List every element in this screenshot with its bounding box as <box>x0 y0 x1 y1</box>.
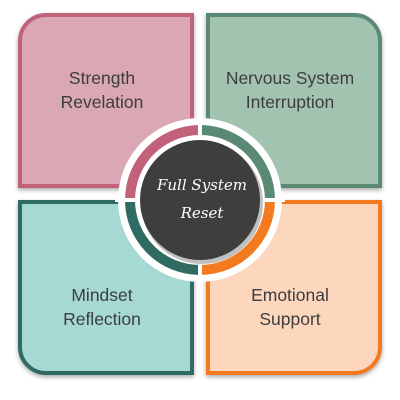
separator-top <box>198 115 202 135</box>
mindset-label-line2: Reflection <box>63 309 141 329</box>
center-title-line2: Reset <box>180 204 224 222</box>
separator-right <box>265 198 285 202</box>
emotional-label-line1: Emotional <box>251 285 329 305</box>
center-disc <box>140 140 260 260</box>
mindset-reflection-label: Mindset Reflection <box>18 283 186 331</box>
nervous-system-interruption-label: Nervous System Interruption <box>206 66 374 114</box>
mindset-label-line1: Mindset <box>71 285 133 305</box>
emotional-support-label: Emotional Support <box>206 283 374 331</box>
strength-revelation-label: Strength Revelation <box>18 66 186 114</box>
emotional-label-line2: Support <box>259 309 321 329</box>
strength-label-line2: Revelation <box>60 92 144 112</box>
separator-left <box>115 198 135 202</box>
separator-bottom <box>198 265 202 285</box>
strength-label-line1: Strength <box>68 68 136 88</box>
center-title-line1: Full System <box>156 176 247 194</box>
strength-revelation-quadrant <box>18 13 194 188</box>
nervous-label-line1: Nervous System <box>225 68 355 88</box>
center-title: Full System Reset <box>140 171 264 227</box>
nervous-label-line2: Interruption <box>245 92 335 112</box>
